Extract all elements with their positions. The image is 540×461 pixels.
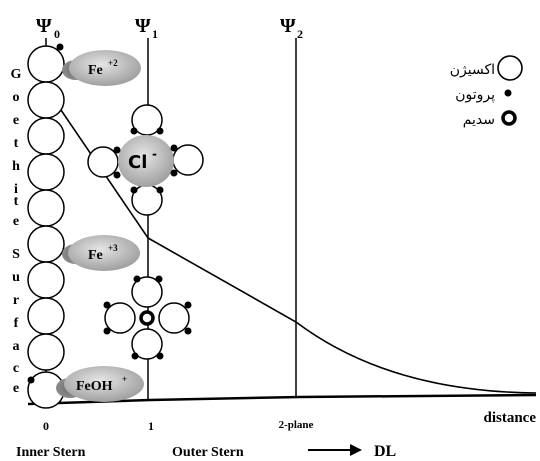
surface-letter: h — [12, 159, 20, 174]
inner-stern-label: Inner Stern — [16, 445, 86, 460]
surface-proton — [56, 43, 64, 51]
dl-label: DL — [374, 443, 396, 460]
surface-oxygen-atom — [27, 81, 65, 119]
surface-oxygen-column — [27, 45, 65, 409]
fe3-charge: +3 — [108, 243, 118, 253]
proton — [130, 127, 138, 135]
fe2-ion: Fe +2 — [62, 50, 141, 86]
surface-letter: f — [14, 316, 19, 331]
goethite-surface-label: G o e t h i t e S u r f a c e — [11, 67, 22, 396]
chloride-charge: - — [152, 147, 157, 161]
psi1-label: Ψ 1 — [135, 15, 158, 41]
water-oxygen-atom — [104, 302, 136, 334]
proton — [103, 301, 111, 309]
outer-stern-label: Outer Stern — [172, 445, 244, 460]
water-oxygen-atom — [131, 328, 163, 360]
dl-arrow — [308, 444, 362, 456]
chloride-complex: Cl - — [87, 104, 204, 216]
proton — [170, 169, 178, 177]
legend-sodium-symbol — [501, 110, 517, 126]
distance-axis-label: distance — [484, 410, 537, 426]
water-oxygen-atom — [131, 104, 163, 136]
water-oxygen-atom — [87, 146, 119, 178]
surface-letter: u — [12, 270, 20, 285]
svg-text:Ψ: Ψ — [280, 15, 296, 37]
proton — [113, 146, 121, 154]
surface-letter: e — [13, 381, 19, 396]
svg-text:0: 0 — [54, 27, 60, 41]
surface-letter: a — [13, 339, 20, 354]
psi2-label: Ψ 2 — [280, 15, 303, 41]
fe3-label: Fe — [88, 248, 103, 263]
proton — [170, 144, 178, 152]
surface-oxygen-atom — [27, 297, 65, 335]
surface-oxygen-atom — [27, 189, 65, 227]
surface-oxygen-atom — [27, 225, 65, 263]
tick-0-label: 0 — [43, 419, 49, 433]
fe2-charge: +2 — [108, 58, 118, 68]
proton — [133, 275, 141, 283]
potential-curve — [45, 87, 537, 394]
svg-text:1: 1 — [152, 27, 158, 41]
svg-text:2: 2 — [297, 27, 303, 41]
legend: اکسیژن پروتون سدیم — [450, 55, 523, 128]
surface-oxygen-atom — [27, 45, 65, 83]
legend-proton-symbol — [504, 89, 512, 97]
surface-oxygen-atom — [27, 117, 65, 155]
chloride-label: Cl — [128, 152, 147, 173]
proton — [184, 327, 192, 335]
distance-axis — [27, 393, 537, 406]
svg-text:Ψ: Ψ — [135, 15, 151, 37]
surface-letter: e — [13, 113, 19, 128]
surface-oxygen-atom — [27, 261, 65, 299]
proton — [156, 186, 164, 194]
legend-proton-label: پروتون — [455, 87, 495, 103]
surface-letter: o — [13, 90, 20, 105]
surface-letter: t — [14, 136, 19, 151]
proton — [156, 352, 164, 360]
proton — [184, 301, 192, 309]
proton — [113, 171, 121, 179]
feoh-charge: + — [122, 374, 127, 384]
surface-letter: G — [11, 67, 22, 82]
feoh-label: FeOH — [76, 379, 113, 394]
feoh-ion: FeOH + — [56, 366, 144, 402]
water-oxygen-atom — [158, 302, 190, 334]
sodium-complex — [103, 275, 192, 360]
fe3-ion: Fe +3 — [62, 235, 140, 271]
psi0-label: Ψ 0 — [36, 15, 60, 41]
surface-letter: r — [13, 293, 19, 308]
surface-proton — [27, 376, 35, 384]
sodium-ion — [139, 310, 155, 326]
proton — [130, 186, 138, 194]
legend-oxygen-label: اکسیژن — [450, 62, 495, 78]
proton — [155, 275, 163, 283]
svg-text:Ψ: Ψ — [36, 15, 52, 37]
water-oxygen-atom — [131, 276, 163, 308]
legend-sodium-label: سدیم — [463, 112, 495, 128]
proton — [156, 127, 164, 135]
surface-letter: i — [14, 182, 18, 197]
tick-1-label: 1 — [148, 419, 154, 433]
surface-letter: c — [13, 361, 19, 376]
proton — [103, 327, 111, 335]
legend-oxygen-symbol — [497, 55, 523, 81]
tick-2-label: 2-plane — [279, 419, 314, 431]
surface-letter: S — [12, 247, 20, 262]
surface-oxygen-atom — [27, 153, 65, 191]
surface-letter: t — [14, 194, 19, 209]
chloride-ion — [118, 135, 174, 187]
fe2-label: Fe — [88, 63, 103, 78]
surface-oxygen-atom — [27, 333, 65, 371]
proton — [131, 352, 139, 360]
water-oxygen-atom — [172, 144, 204, 176]
surface-letter: e — [13, 214, 19, 229]
